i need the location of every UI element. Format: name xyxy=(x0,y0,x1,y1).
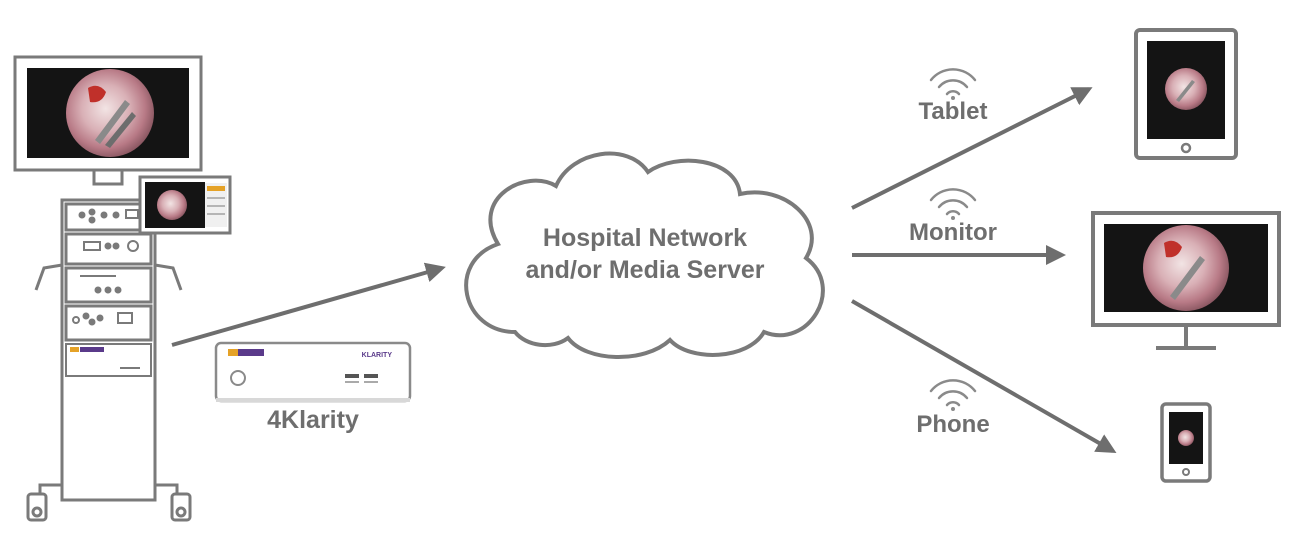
phone-device xyxy=(1160,402,1212,483)
network-label-line1: Hospital Network xyxy=(542,224,748,252)
wifi-icon xyxy=(929,188,977,220)
phone-label: Phone xyxy=(916,411,990,438)
monitor-device xyxy=(1091,211,1281,350)
tower-side-display xyxy=(138,175,232,235)
tablet-label: Tablet xyxy=(918,98,988,125)
recorder-device: KLARITY xyxy=(214,341,412,403)
wifi-icon xyxy=(929,379,977,411)
arrow-network-to-tablet xyxy=(851,87,1093,210)
network-label-line2: and/or Media Server xyxy=(525,256,765,284)
arrow-network-to-phone xyxy=(851,299,1117,453)
network-cloud xyxy=(464,151,825,359)
arrows xyxy=(171,87,1117,453)
wifi-icon xyxy=(929,68,977,100)
tower-monitor xyxy=(13,55,203,186)
recorder-brand-logo: KLARITY xyxy=(362,352,393,359)
tablet-device xyxy=(1134,28,1238,160)
arrow-tower-to-network xyxy=(171,262,446,347)
endoscopy-tower xyxy=(13,55,232,522)
recorder-label: 4Klarity xyxy=(267,406,359,434)
network-label: Hospital Network and/or Media Server xyxy=(470,222,820,286)
monitor-label: Monitor xyxy=(909,219,997,246)
